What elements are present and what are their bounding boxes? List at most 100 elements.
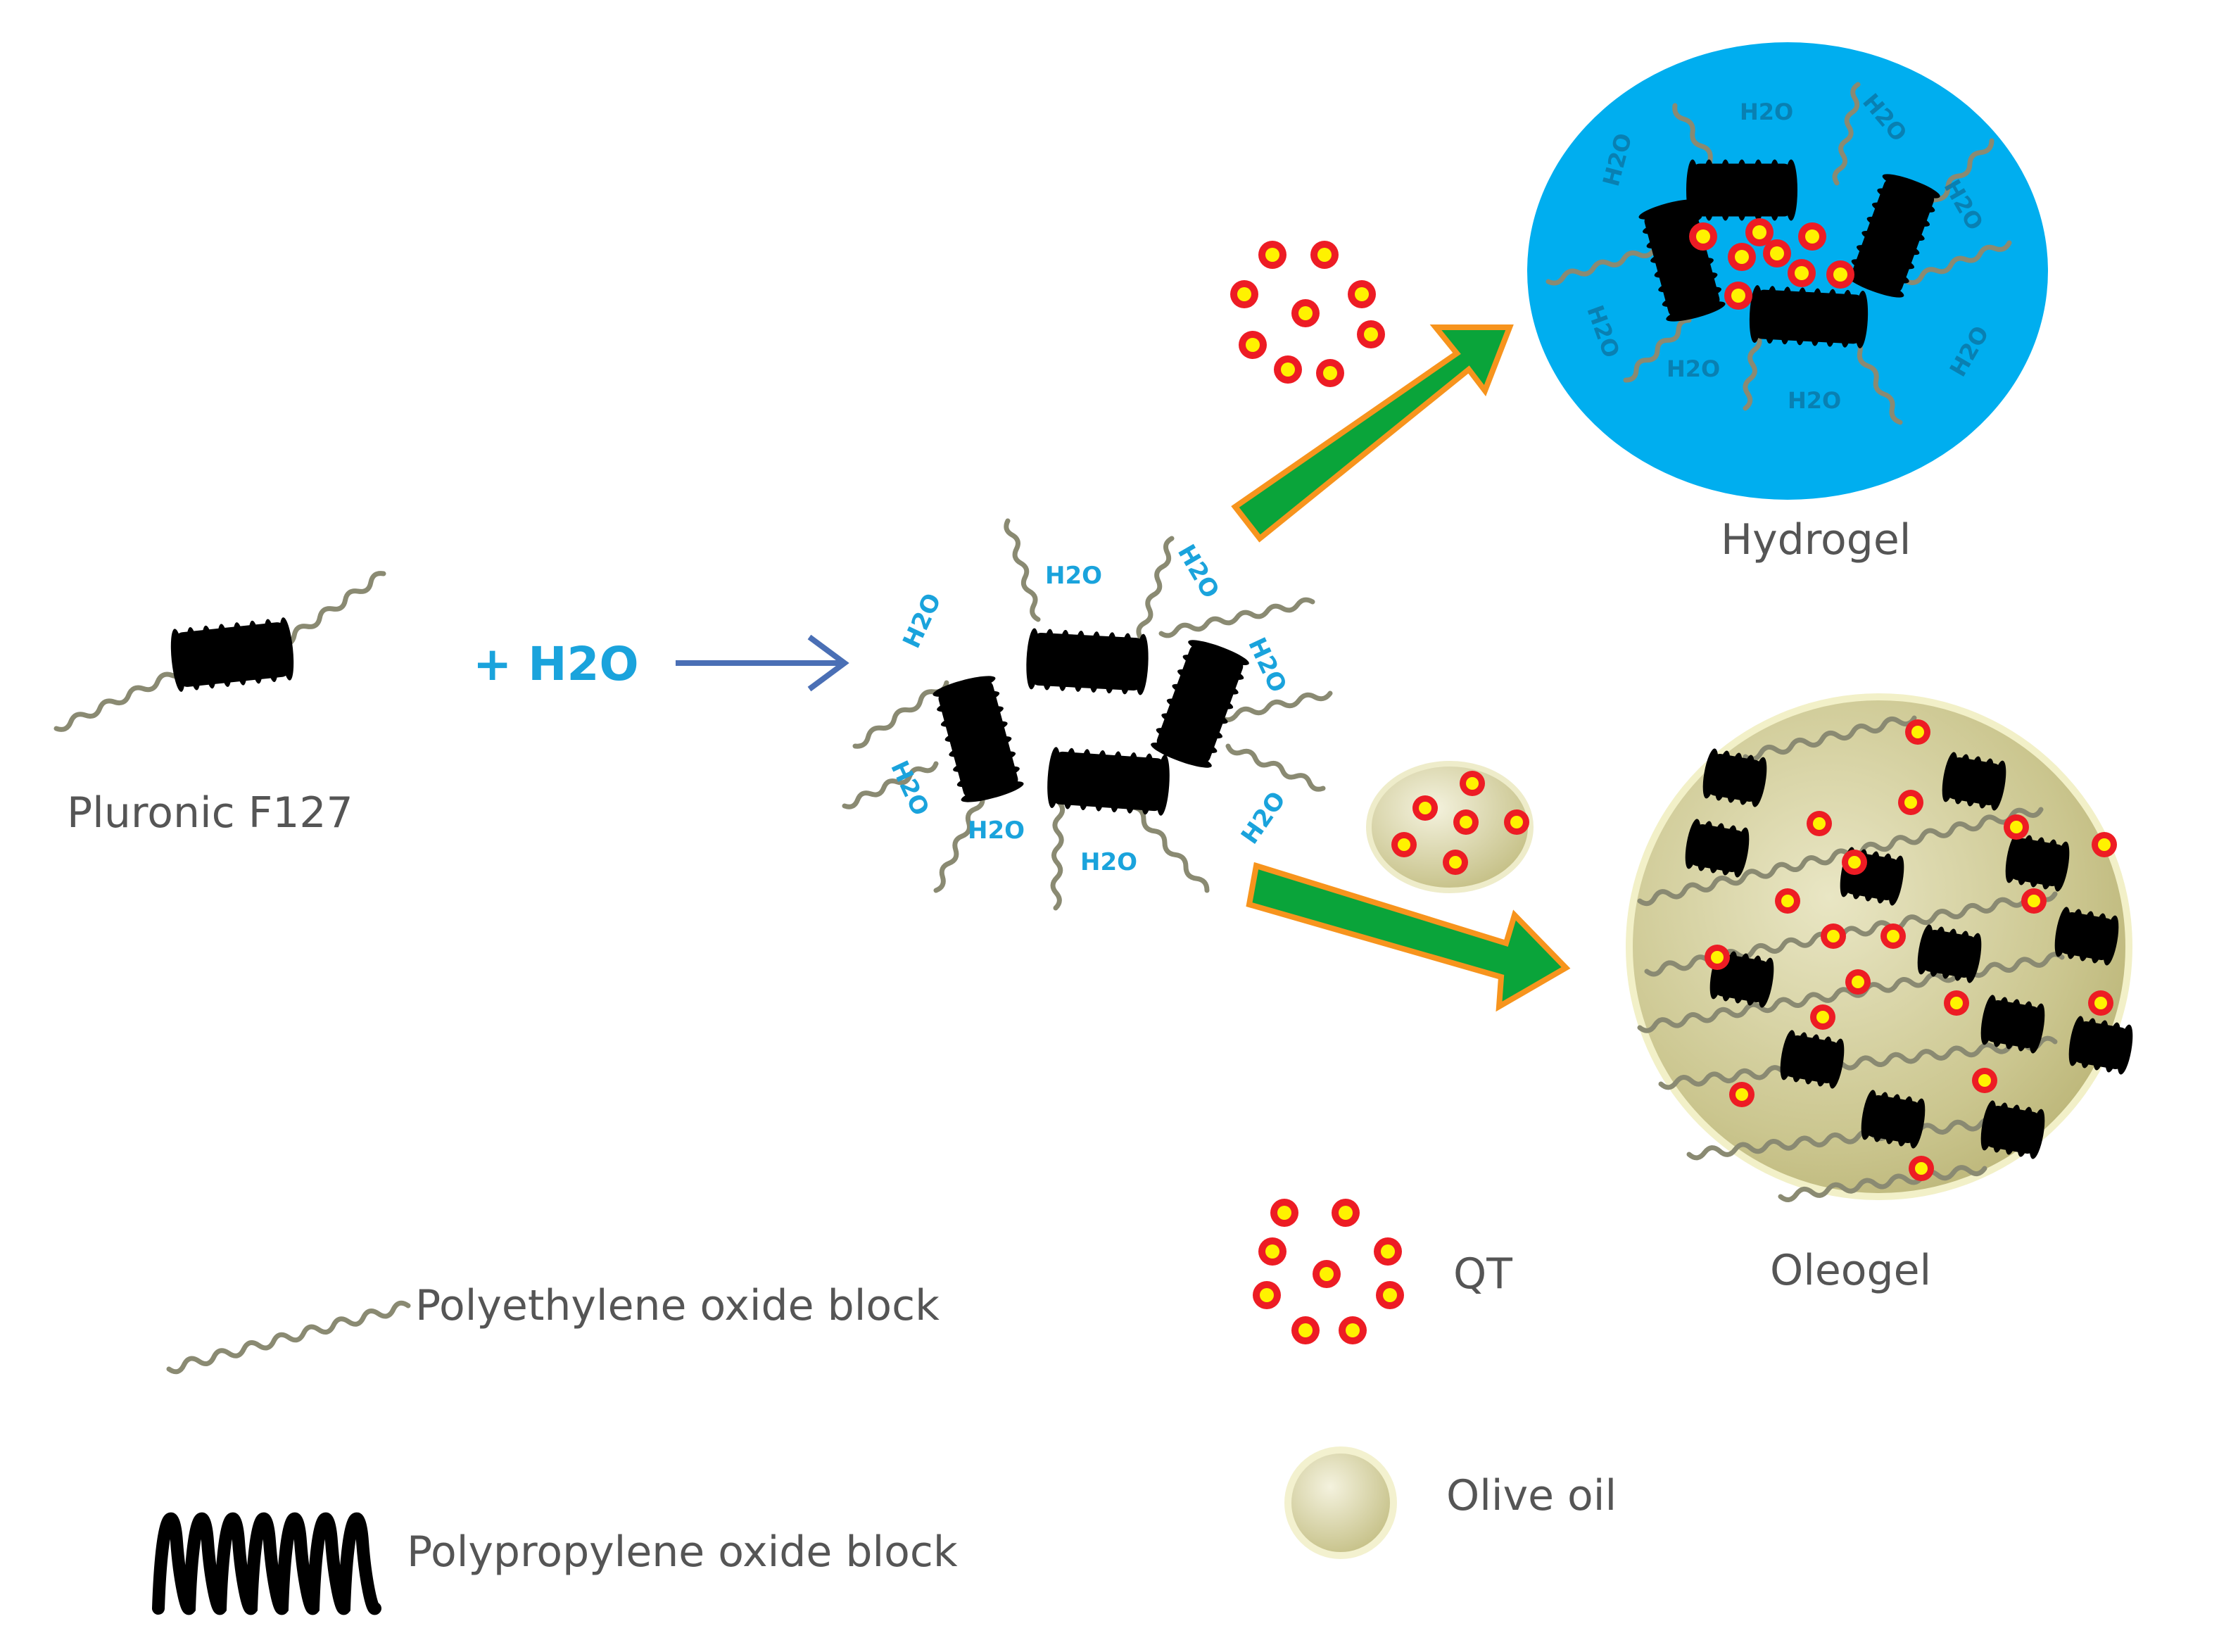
- peo-chain: [166, 1300, 411, 1375]
- ppo-block: [1917, 924, 1982, 983]
- peo-chain: [1686, 1113, 2030, 1161]
- olive-oil-legend-icon: [1284, 1446, 1397, 1559]
- ppo-block: [1980, 1100, 2045, 1159]
- peo-chain: [852, 680, 949, 749]
- ppo-legend-icon: [152, 1512, 381, 1615]
- qt-dot: [1291, 299, 1320, 327]
- peo-chain: [1004, 518, 1041, 622]
- qt-dot: [2092, 832, 2117, 857]
- qt-dot: [1745, 218, 1774, 246]
- qt-dot: [2021, 888, 2047, 914]
- ppo-block: [1685, 819, 1750, 878]
- pluronic-label: Pluronic F127: [67, 788, 353, 838]
- oleogel-label: Oleogel: [1770, 1246, 1932, 1295]
- qt-dot: [1310, 241, 1339, 269]
- ppo-block: [1980, 995, 2045, 1054]
- qt-dot: [1376, 1281, 1404, 1309]
- qt-dot: [1729, 1082, 1755, 1107]
- qt-dot: [1807, 811, 1832, 836]
- ppo-block: [1702, 748, 1767, 807]
- hydrogel-water-label: H2O: [1788, 387, 1842, 414]
- qt-dot: [1689, 222, 1717, 251]
- qt-dot: [1453, 809, 1479, 835]
- qt-dot: [1332, 1199, 1360, 1227]
- ppo-block: [1047, 747, 1170, 816]
- ppo-block: [1686, 159, 1797, 221]
- qt-dot: [1826, 260, 1854, 289]
- qt-dot: [1842, 850, 1867, 875]
- peo-chain: [1904, 240, 2012, 286]
- peo-chain: [1050, 800, 1066, 911]
- qt-dot: [1763, 239, 1791, 267]
- qt-dot: [1905, 719, 1930, 745]
- qt-dot: [1239, 331, 1267, 359]
- ppo-block: [1026, 628, 1149, 695]
- qt-dot: [1898, 790, 1923, 815]
- process-arrow: [676, 634, 849, 692]
- peo-chain: [1623, 317, 1692, 383]
- peo-chain: [1225, 743, 1326, 792]
- qt-dot: [1274, 355, 1302, 384]
- qt-dot: [1972, 1068, 1997, 1093]
- peo-chain: [933, 793, 985, 893]
- qt-dot: [1460, 771, 1485, 796]
- hydrogel-water-label: H2O: [1740, 99, 1794, 125]
- ppo-block: [170, 617, 294, 692]
- ppo-legend-label: Polypropylene oxide block: [407, 1527, 958, 1577]
- qt-dot: [1348, 280, 1376, 308]
- micelle-water-label: H2O: [1080, 848, 1138, 876]
- qt-dot: [1724, 282, 1752, 310]
- qt-dot: [1230, 280, 1258, 308]
- hydrogel-label: Hydrogel: [1721, 515, 1911, 565]
- qt-legend-label: QT: [1453, 1249, 1512, 1299]
- peo-chain: [1158, 597, 1315, 638]
- qt-dot: [1705, 945, 1730, 970]
- peo-chain: [1658, 1035, 2058, 1090]
- hydrogel-sphere: [1527, 42, 2048, 500]
- qt-dot: [1728, 243, 1756, 271]
- peo-chain: [1218, 691, 1333, 723]
- arrow-to-oleogel: [1246, 862, 1571, 1012]
- peo-chain: [1637, 952, 2065, 1033]
- qt-dot: [1944, 990, 1969, 1016]
- ppo-block: [1780, 1030, 1845, 1089]
- qt-dot: [1504, 809, 1529, 835]
- ppo-block: [2005, 833, 2070, 892]
- qt-dot: [1443, 850, 1468, 875]
- peo-legend-label: Polyethylene oxide block: [415, 1281, 940, 1330]
- qt-dot: [1291, 1316, 1320, 1344]
- qt-dot: [1316, 359, 1344, 387]
- qt-dot: [1845, 969, 1871, 995]
- qt-dot: [1339, 1316, 1367, 1344]
- micelle-water-label: H2O: [1045, 562, 1103, 590]
- ppo-block: [1749, 285, 1869, 348]
- plus-water-label: + H2O: [473, 637, 639, 691]
- peo-chain: [1832, 82, 1861, 186]
- oil-droplet-with-qt: [1366, 761, 1534, 893]
- qt-dot: [1412, 795, 1438, 821]
- qt-dot: [1391, 832, 1417, 857]
- qt-dot: [1909, 1156, 1934, 1181]
- ppo-block: [2068, 1016, 2133, 1075]
- ppo-block: [1151, 640, 1249, 768]
- olive-oil-legend-label: Olive oil: [1446, 1471, 1617, 1520]
- peo-chain: [53, 666, 189, 732]
- qt-dot: [1258, 1237, 1286, 1266]
- ppo-block: [1846, 174, 1940, 298]
- ppo-block: [1861, 1090, 1926, 1149]
- peo-chain: [1545, 247, 1657, 286]
- qt-dot: [1798, 222, 1826, 251]
- hydrogel-water-label: H2O: [1667, 355, 1721, 382]
- qt-dot: [1788, 259, 1816, 287]
- peo-chain: [1136, 536, 1175, 640]
- peo-chain: [1743, 715, 1917, 762]
- peo-chain: [1637, 807, 2044, 907]
- peo-chain: [1778, 1165, 1987, 1202]
- ppo-block: [2054, 907, 2119, 966]
- qt-dot: [1374, 1237, 1402, 1266]
- peo-chain: [279, 571, 386, 647]
- qt-dot: [2088, 990, 2113, 1016]
- qt-dot: [1775, 888, 1800, 914]
- qt-dot: [1357, 320, 1385, 348]
